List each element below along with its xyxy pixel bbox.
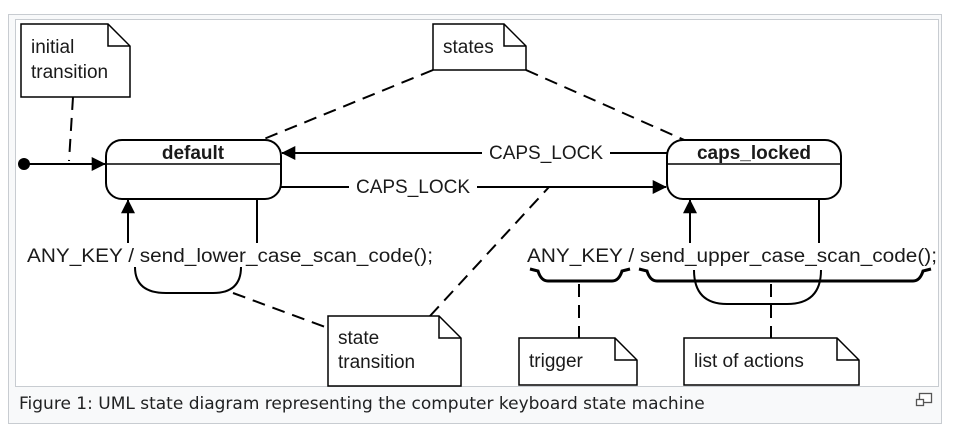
actions-brace — [638, 267, 932, 283]
note-list-of-actions — [683, 337, 860, 386]
caps-lock-label-bottom: CAPS_LOCK — [356, 177, 470, 198]
note-initial-transition — [20, 23, 131, 98]
states-note-leader-right — [525, 69, 692, 144]
transition-note-leader-left — [232, 292, 329, 329]
note-states — [432, 23, 527, 71]
note-initial-line2: transition — [31, 62, 108, 83]
locked-self-loop-label: ANY_KEY / send_upper_case_scan_code(); — [527, 246, 937, 267]
note-trigger — [518, 337, 638, 386]
state-default-name: default — [162, 143, 225, 164]
transition-note-leader-right — [429, 186, 550, 317]
state-caps-locked-name: caps_locked — [697, 143, 811, 164]
note-states-text: states — [443, 37, 494, 58]
initial-note-leader — [68, 96, 74, 162]
state-diagram[interactable]: initial transition states state transiti… — [15, 19, 939, 387]
note-initial-line1: initial — [31, 37, 74, 58]
default-self-loop-label: ANY_KEY / send_lower_case_scan_code(); — [27, 246, 433, 267]
figure-caption: Figure 1: UML state diagram representing… — [19, 394, 705, 414]
default-actions-arc — [134, 266, 242, 294]
note-state-transition-line1: state — [338, 328, 379, 349]
note-state-transition — [327, 315, 462, 387]
state-caps-locked — [666, 139, 842, 200]
magnify-icon[interactable] — [915, 392, 933, 408]
caps-lock-label-top: CAPS_LOCK — [489, 143, 603, 164]
states-note-leader-left — [258, 69, 434, 142]
note-state-transition-line2: transition — [338, 352, 415, 373]
note-list-of-actions-text: list of actions — [694, 351, 804, 372]
state-default — [105, 139, 282, 200]
trigger-brace — [529, 267, 631, 283]
note-trigger-text: trigger — [529, 351, 584, 372]
locked-actions-arc — [693, 269, 822, 305]
